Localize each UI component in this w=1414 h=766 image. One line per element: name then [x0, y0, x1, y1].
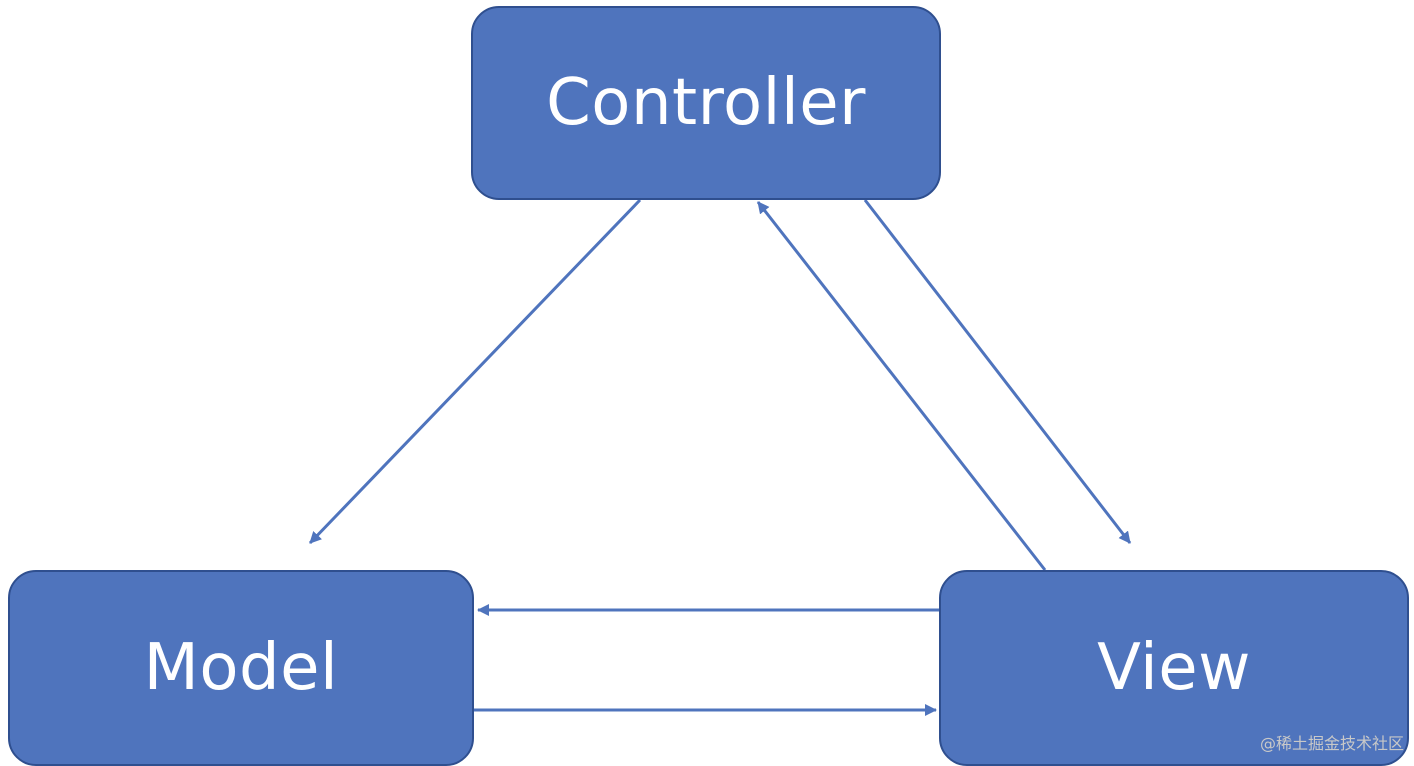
view-label: View	[1097, 631, 1251, 705]
arrow-controller-to-view	[863, 199, 1132, 544]
arrow-view-to-controller	[756, 201, 1047, 571]
model-node: Model	[8, 570, 474, 766]
controller-label: Controller	[546, 66, 866, 140]
watermark: @稀土掘金技术社区	[1259, 734, 1404, 753]
model-label: Model	[143, 631, 339, 705]
view-node: View	[939, 570, 1409, 766]
controller-node: Controller	[471, 6, 941, 200]
arrow-controller-to-model	[308, 198, 642, 545]
